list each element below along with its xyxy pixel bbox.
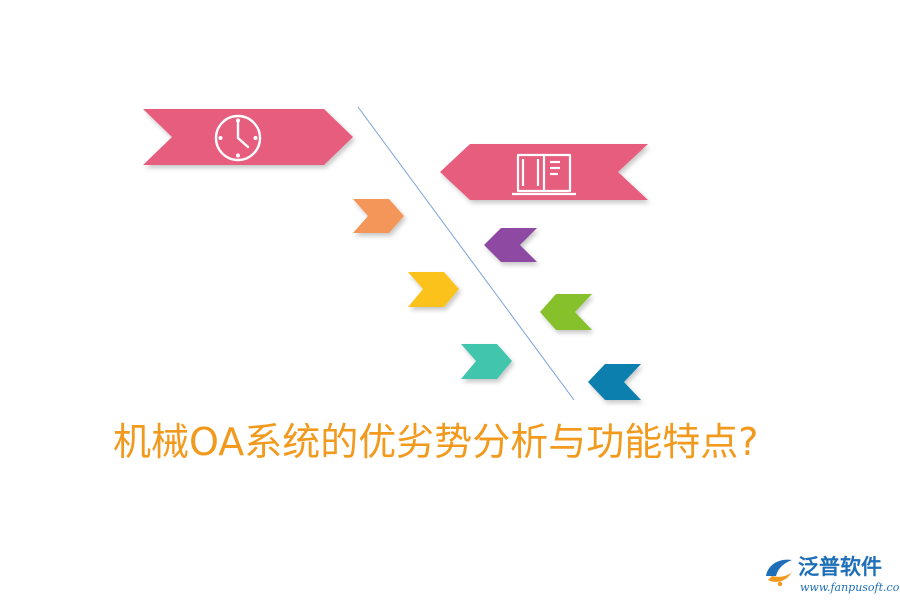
page-title: 机械OA系统的优劣势分析与功能特点? <box>113 420 759 464</box>
diagonal-divider-line <box>357 106 575 401</box>
logo-mark-icon <box>766 559 792 587</box>
logo-name: 泛普软件 <box>798 555 882 579</box>
left-banner <box>143 109 353 165</box>
brand-logo: 泛普软件 www.fanpusoft.com <box>762 552 900 598</box>
chevron-left-purple <box>484 228 537 262</box>
logo-url: www.fanpusoft.com <box>800 581 900 594</box>
clock-icon <box>214 114 262 162</box>
chevron-left-green <box>540 294 592 330</box>
chevron-right-teal <box>461 344 512 379</box>
chevron-right-orange <box>353 199 404 233</box>
chevron-left-blue <box>588 364 641 400</box>
chevron-right-yellow <box>408 272 459 307</box>
book-icon <box>512 153 576 196</box>
